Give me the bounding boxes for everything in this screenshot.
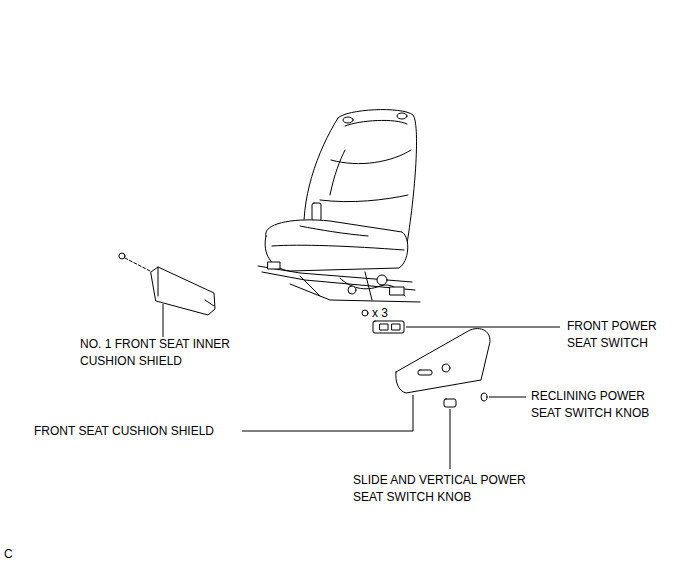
quantity-label: x 3 [372,305,412,322]
part-name: RECLINING POWER SEAT SWITCH KNOB [531,388,676,422]
figure-code: C [4,546,24,563]
part-name: FRONT POWER SEAT SWITCH [567,318,677,352]
part-name: NO. 1 FRONT SEAT INNER CUSHION SHIELD [80,336,265,370]
part-name: SLIDE AND VERTICAL POWER SEAT SWITCH KNO… [353,472,558,506]
part-name: FRONT SEAT CUSHION SHIELD [34,423,239,440]
